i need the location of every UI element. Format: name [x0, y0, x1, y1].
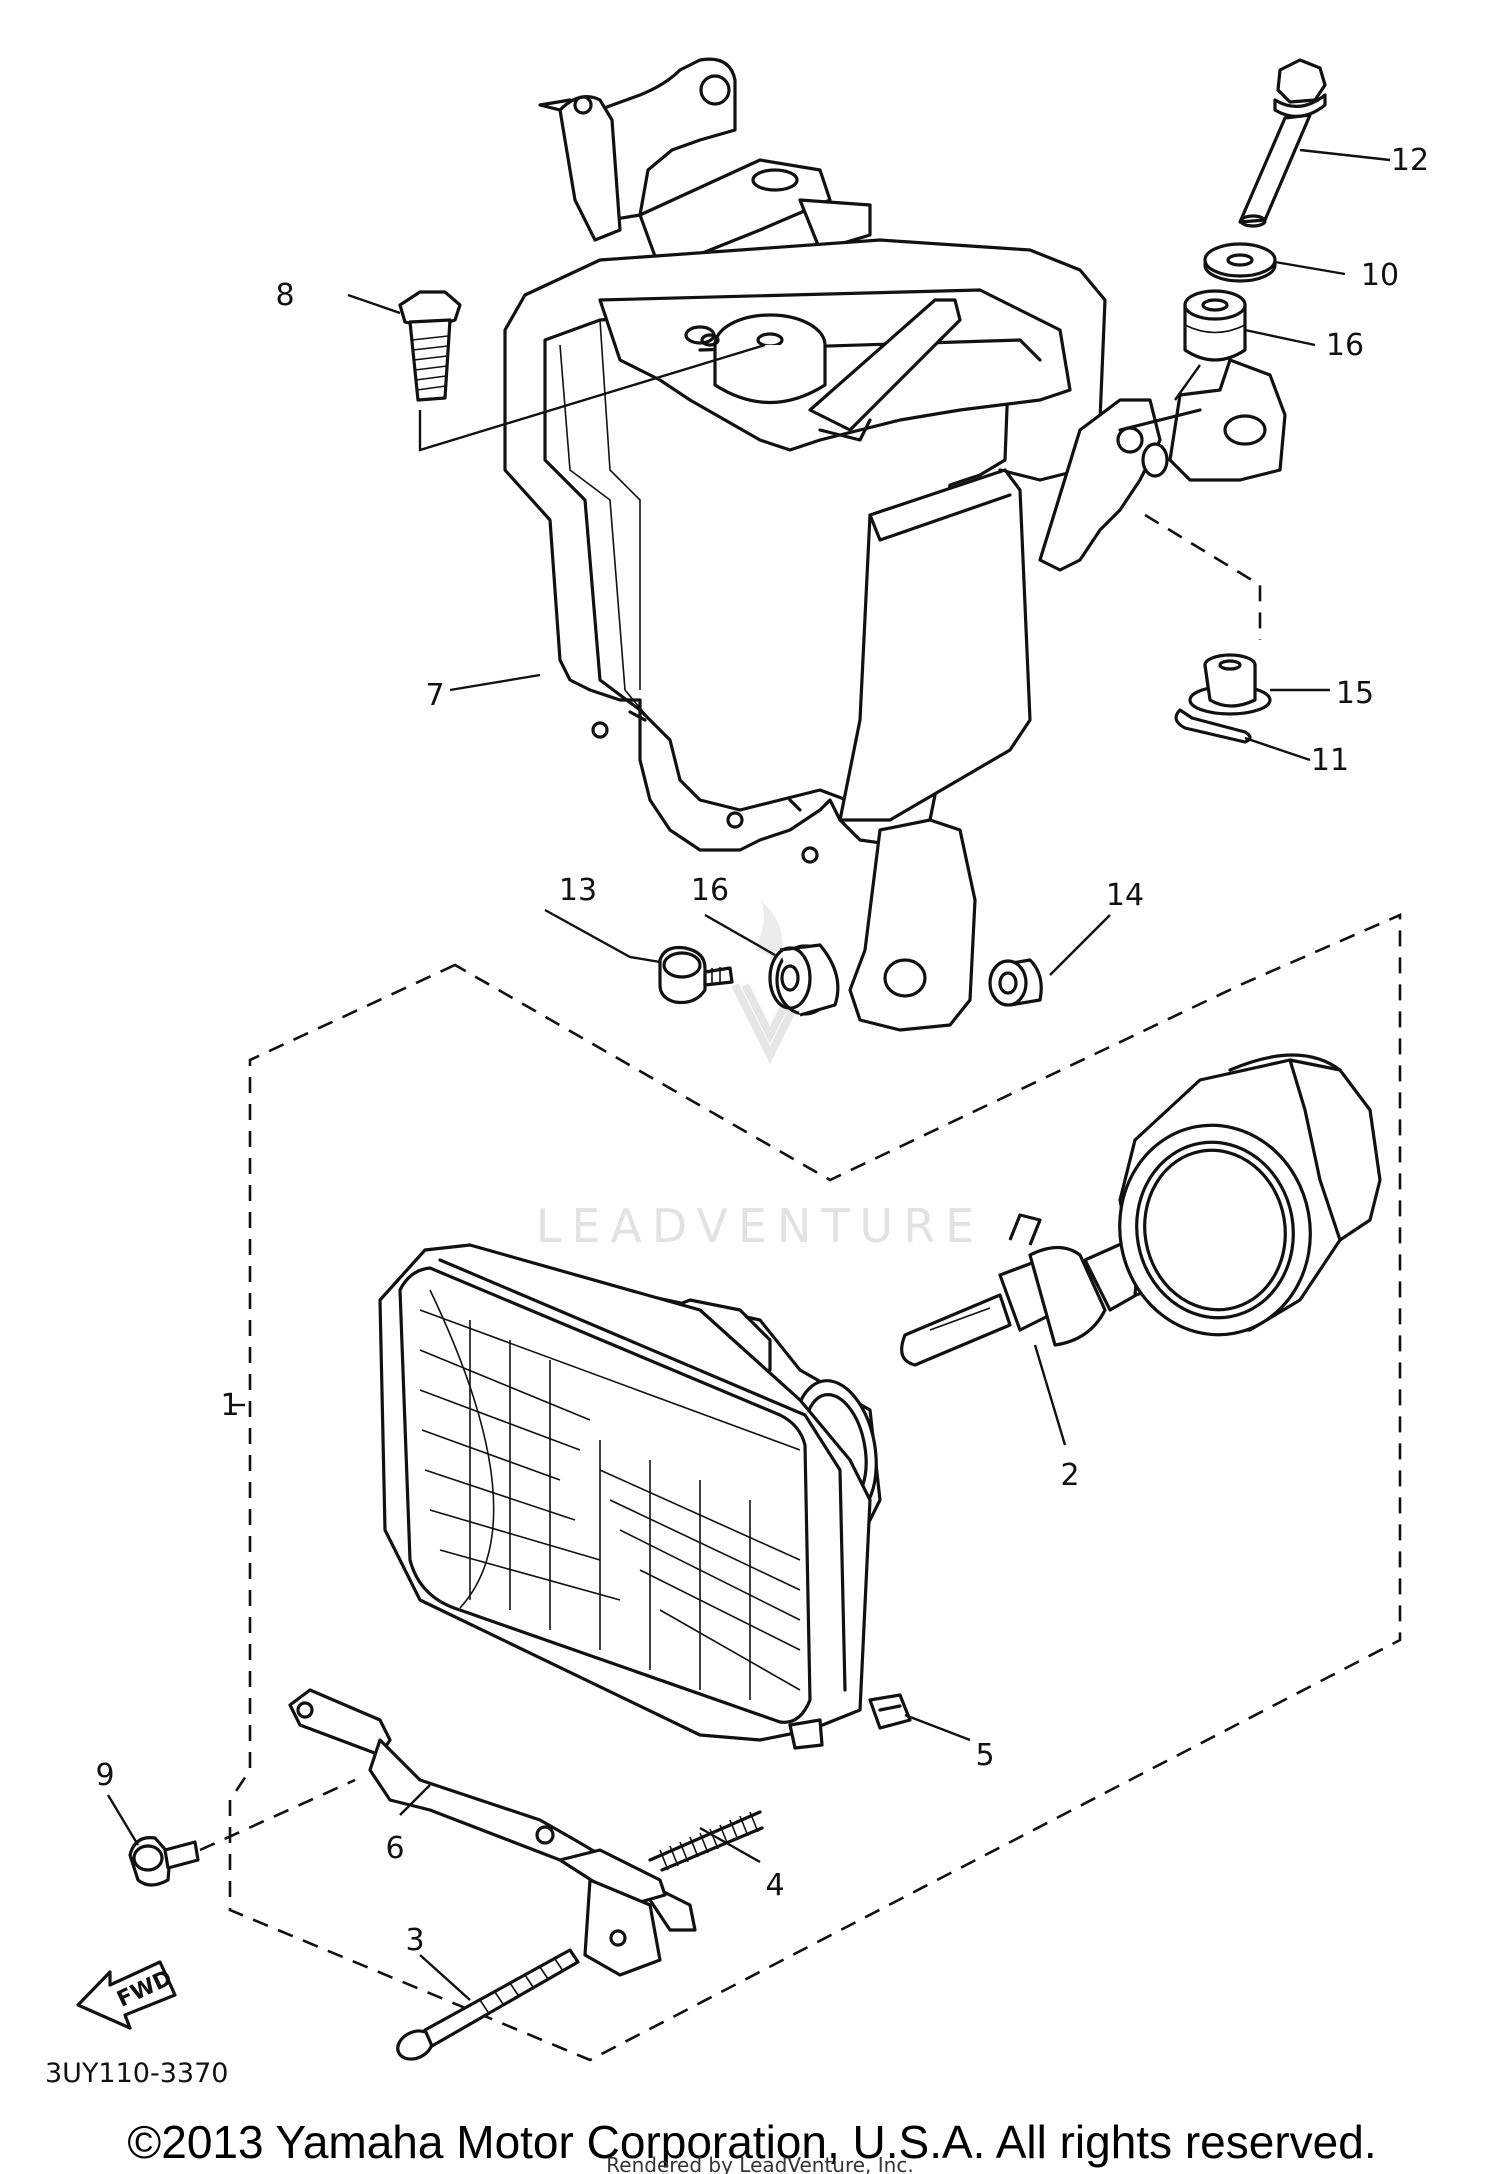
callout-8: 8 [275, 278, 294, 313]
callout-11: 11 [1311, 743, 1349, 778]
callout-4: 4 [765, 1868, 784, 1903]
watermark-text: LEADVENTURE [536, 1199, 985, 1253]
part-7-headlight-bracket [503, 57, 1287, 1032]
callout-7: 7 [425, 678, 444, 713]
part-16-grommet-upper [1183, 289, 1247, 362]
callout-5: 5 [975, 1738, 994, 1773]
part-13-bolt [658, 945, 734, 1005]
part-6-lens-bracket [288, 1688, 697, 1977]
headlight-boot-cover [1118, 1053, 1382, 1337]
callout-6: 6 [385, 1831, 404, 1866]
part-16-grommet-lower [768, 943, 840, 1017]
copyright-notice: ©2013 Yamaha Motor Corporation, U.S.A. A… [127, 2116, 1376, 2168]
part-4-spring [648, 1810, 764, 1872]
connector-15 [1144, 513, 1262, 640]
part-11-cotter-pin [1174, 708, 1252, 744]
callout-15: 15 [1336, 676, 1374, 711]
part-10-washer [1203, 242, 1277, 283]
part-5-nut [868, 1693, 912, 1730]
rendered-by-notice: Rendered by LeadVenture, Inc. [606, 2153, 913, 2174]
callout-16-upper: 16 [1326, 328, 1364, 363]
connector-9 [199, 1778, 356, 1852]
connector-16-upper [1174, 364, 1201, 401]
callout-numbers: 1 2 3 4 5 6 7 8 9 10 11 12 13 14 15 16 1… [95, 143, 1429, 1958]
part-8-bolt [398, 290, 462, 402]
part-12-bolt [1238, 58, 1327, 228]
callout-2: 2 [1060, 1458, 1079, 1493]
callout-3: 3 [405, 1923, 424, 1958]
callout-1: 1 [220, 1388, 239, 1423]
leader-lines [106, 148, 1391, 2001]
part-14-collar [988, 958, 1043, 1007]
connector-8 [418, 343, 766, 452]
part-15-collar [1188, 653, 1272, 716]
leadventure-watermark: LEADVENTURE [536, 900, 985, 1253]
part-1-headlight-unit [378, 1243, 882, 1750]
callout-9: 9 [95, 1758, 114, 1793]
callout-16-lower: 16 [691, 873, 729, 908]
fwd-arrow-icon: FWD [76, 1960, 177, 2030]
diagram-code: 3UY110-3370 [45, 2058, 228, 2089]
part-3-screw [396, 1948, 580, 2061]
part-1-assembly-boundary [228, 913, 1402, 2062]
callout-12: 12 [1391, 143, 1429, 178]
callout-14: 14 [1106, 878, 1144, 913]
part-9-screw [128, 1836, 200, 1887]
callout-10: 10 [1361, 258, 1399, 293]
callout-13: 13 [559, 873, 597, 908]
